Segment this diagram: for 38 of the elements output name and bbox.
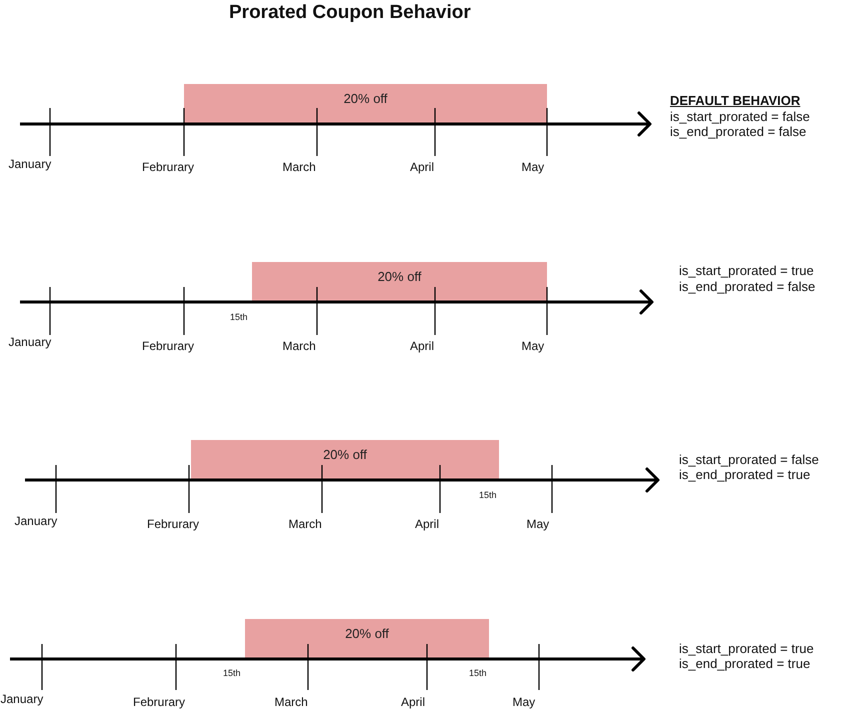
month-label: April bbox=[415, 518, 440, 530]
month-label: May bbox=[522, 340, 544, 352]
setting-text: is_end_prorated = true bbox=[679, 468, 810, 481]
discount-bar: 20% off bbox=[184, 84, 547, 124]
month-label: January bbox=[8, 336, 52, 348]
discount-bar: 20% off bbox=[252, 262, 547, 302]
month-label: March bbox=[274, 696, 308, 708]
diagram-title: Prorated Coupon Behavior bbox=[229, 3, 471, 22]
setting-text: is_start_prorated = true bbox=[679, 642, 814, 655]
day-label: 15th bbox=[230, 313, 248, 322]
month-label: Februrary bbox=[142, 161, 194, 173]
month-label: April bbox=[410, 340, 434, 352]
month-label: April bbox=[401, 696, 426, 708]
month-label: Februrary bbox=[142, 340, 194, 352]
discount-bar: 20% off bbox=[191, 440, 499, 480]
month-label: May bbox=[526, 518, 550, 530]
month-label: April bbox=[410, 161, 434, 173]
setting-text: is_start_prorated = true bbox=[679, 264, 814, 277]
discount-bar: 20% off bbox=[245, 619, 489, 659]
setting-text: is_end_prorated = false bbox=[679, 280, 816, 293]
setting-text: is_end_prorated = false bbox=[670, 125, 806, 138]
month-label: January bbox=[0, 693, 44, 705]
setting-text: is_end_prorated = true bbox=[679, 657, 810, 670]
month-label: January bbox=[8, 158, 52, 170]
month-label: Februrary bbox=[147, 518, 200, 530]
setting-text: is_start_prorated = false bbox=[679, 453, 819, 466]
setting-text: is_start_prorated = false bbox=[670, 110, 810, 123]
day-label: 15th bbox=[469, 669, 487, 678]
month-label: Februrary bbox=[133, 696, 186, 708]
month-label: May bbox=[522, 161, 544, 173]
month-label: March bbox=[288, 518, 322, 530]
month-label: May bbox=[512, 696, 536, 708]
month-label: March bbox=[282, 340, 316, 352]
month-label: January bbox=[14, 515, 58, 527]
note-heading: DEFAULT BEHAVIOR bbox=[670, 94, 800, 107]
day-label: 15th bbox=[479, 491, 497, 500]
day-label: 15th bbox=[223, 669, 241, 678]
month-label: March bbox=[282, 161, 316, 173]
